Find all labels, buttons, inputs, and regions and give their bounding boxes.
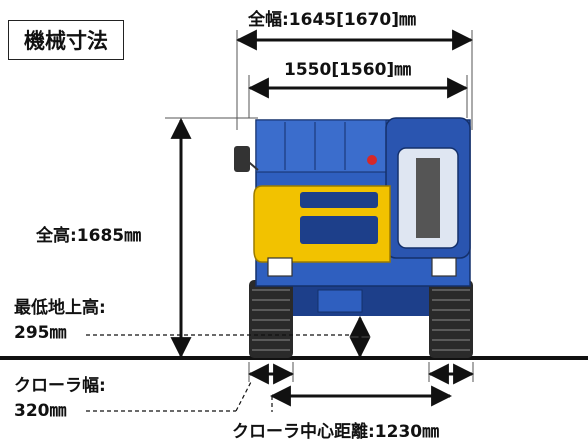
- bed-ribs: [284, 122, 346, 170]
- track-width-label: クローラ幅:: [14, 376, 106, 396]
- leader-lines: [86, 334, 352, 412]
- track-treads: [252, 289, 470, 351]
- track-width-value: 320㎜: [14, 401, 67, 421]
- track-width-leader-diag: [235, 379, 253, 412]
- control-levers: [416, 158, 440, 238]
- hood-grille-bottom: [300, 216, 378, 244]
- overall-height-label: 全高:1685㎜: [36, 226, 142, 246]
- track-center-distance-label: クローラ中心距離:1230㎜: [232, 422, 440, 442]
- dump-bed: [255, 119, 387, 173]
- ground-clearance-value: 295㎜: [14, 323, 67, 343]
- control-knob: [367, 155, 377, 165]
- ground-clearance-label: 最低地上高:: [14, 298, 106, 318]
- left-headlight: [267, 257, 293, 277]
- hood-grille-top: [300, 192, 378, 208]
- side-mirror: [234, 146, 250, 172]
- center-block: [317, 289, 363, 313]
- overall-width-label: 全幅:1645[1670]㎜: [248, 10, 416, 30]
- dimension-arrows: [170, 29, 475, 407]
- right-crawler-track: [429, 280, 473, 358]
- inner-width-label: 1550[1560]㎜: [284, 60, 412, 80]
- right-headlight: [431, 257, 457, 277]
- title-box: 機械寸法: [8, 20, 124, 60]
- diagram-title: 機械寸法: [24, 29, 108, 53]
- dumper-front-view: [234, 117, 473, 358]
- left-crawler-track: [249, 280, 293, 358]
